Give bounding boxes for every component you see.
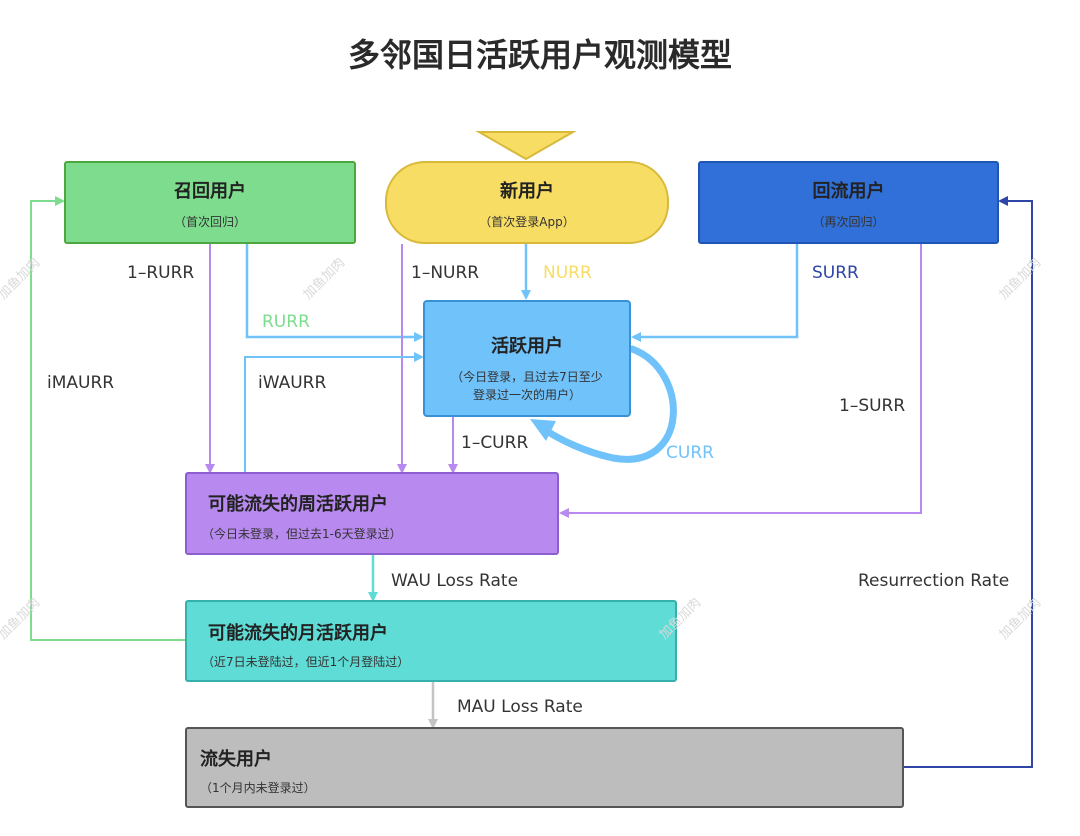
node-active-subtitle-line1: （今日登录，且过去7日至少: [451, 370, 603, 384]
curr-arrowhead: [530, 419, 556, 441]
node-active-users: 活跃用户 （今日登录，且过去7日至少 登录过一次的用户）: [423, 300, 631, 417]
node-returning-users: 回流用户 （再次回归）: [698, 161, 999, 244]
label-wau-loss-rate: WAU Loss Rate: [391, 571, 519, 591]
label-nurr: NURR: [543, 263, 592, 283]
arrow-churned-to-return: [904, 196, 1033, 768]
node-recall-subtitle: （首次回归）: [173, 215, 246, 229]
label-1-rurr: 1–RURR: [127, 263, 195, 283]
node-weekly-at-risk-users: 可能流失的周活跃用户 （今日未登录，但过去1-6天登录过）: [185, 472, 559, 555]
node-churned-subtitle: （1个月内未登录过）: [200, 781, 316, 795]
node-churned-users: 流失用户 （1个月内未登录过）: [185, 727, 904, 808]
arrow-recall-to-active: [245, 244, 424, 342]
node-churned-title: 流失用户: [200, 749, 272, 770]
node-new-subtitle: （首次登录App）: [479, 215, 575, 229]
label-1-nurr: 1–NURR: [411, 263, 480, 283]
arrow-monthly-to-recall: [30, 196, 186, 641]
arrow-active-self-loop: [538, 345, 677, 463]
node-recall-title: 召回用户: [174, 181, 246, 202]
node-weekly-title: 可能流失的周活跃用户: [208, 494, 388, 515]
arrow-return-to-weekly: [559, 244, 922, 518]
node-return-title: 回流用户: [812, 181, 885, 202]
label-curr: CURR: [666, 443, 714, 463]
node-new-title: 新用户: [500, 181, 554, 202]
diagram-title: 多邻国日活跃用户观测模型: [347, 36, 732, 74]
label-mau-loss-rate: MAU Loss Rate: [457, 697, 583, 717]
node-monthly-title: 可能流失的月活跃用户: [208, 623, 388, 644]
node-active-title: 活跃用户: [491, 336, 563, 357]
entry-funnel: [475, 131, 577, 161]
label-iwaurr: iWAURR: [258, 373, 327, 393]
node-active-subtitle-line2: 登录过一次的用户）: [472, 388, 581, 402]
node-recall-users: 召回用户 （首次回归）: [64, 161, 356, 244]
label-imaurr: iMAURR: [47, 373, 115, 393]
node-return-subtitle: （再次回归）: [812, 215, 885, 229]
label-1-surr: 1–SURR: [839, 396, 906, 416]
node-monthly-at-risk-users: 可能流失的月活跃用户 （近7日未登陆过，但近1个月登陆过）: [185, 600, 677, 682]
label-surr: SURR: [812, 263, 859, 283]
label-1-curr: 1–CURR: [461, 433, 529, 453]
arrow-return-to-active: [631, 244, 799, 342]
node-new-users: 新用户 （首次登录App）: [385, 161, 669, 244]
node-weekly-subtitle: （今日未登录，但过去1-6天登录过）: [202, 527, 402, 541]
label-resurrection-rate: Resurrection Rate: [858, 571, 1010, 591]
arrow-weekly-to-active: [244, 352, 424, 472]
label-rurr: RURR: [262, 312, 310, 332]
node-monthly-subtitle: （近7日未登陆过，但近1个月登陆过）: [202, 655, 410, 669]
